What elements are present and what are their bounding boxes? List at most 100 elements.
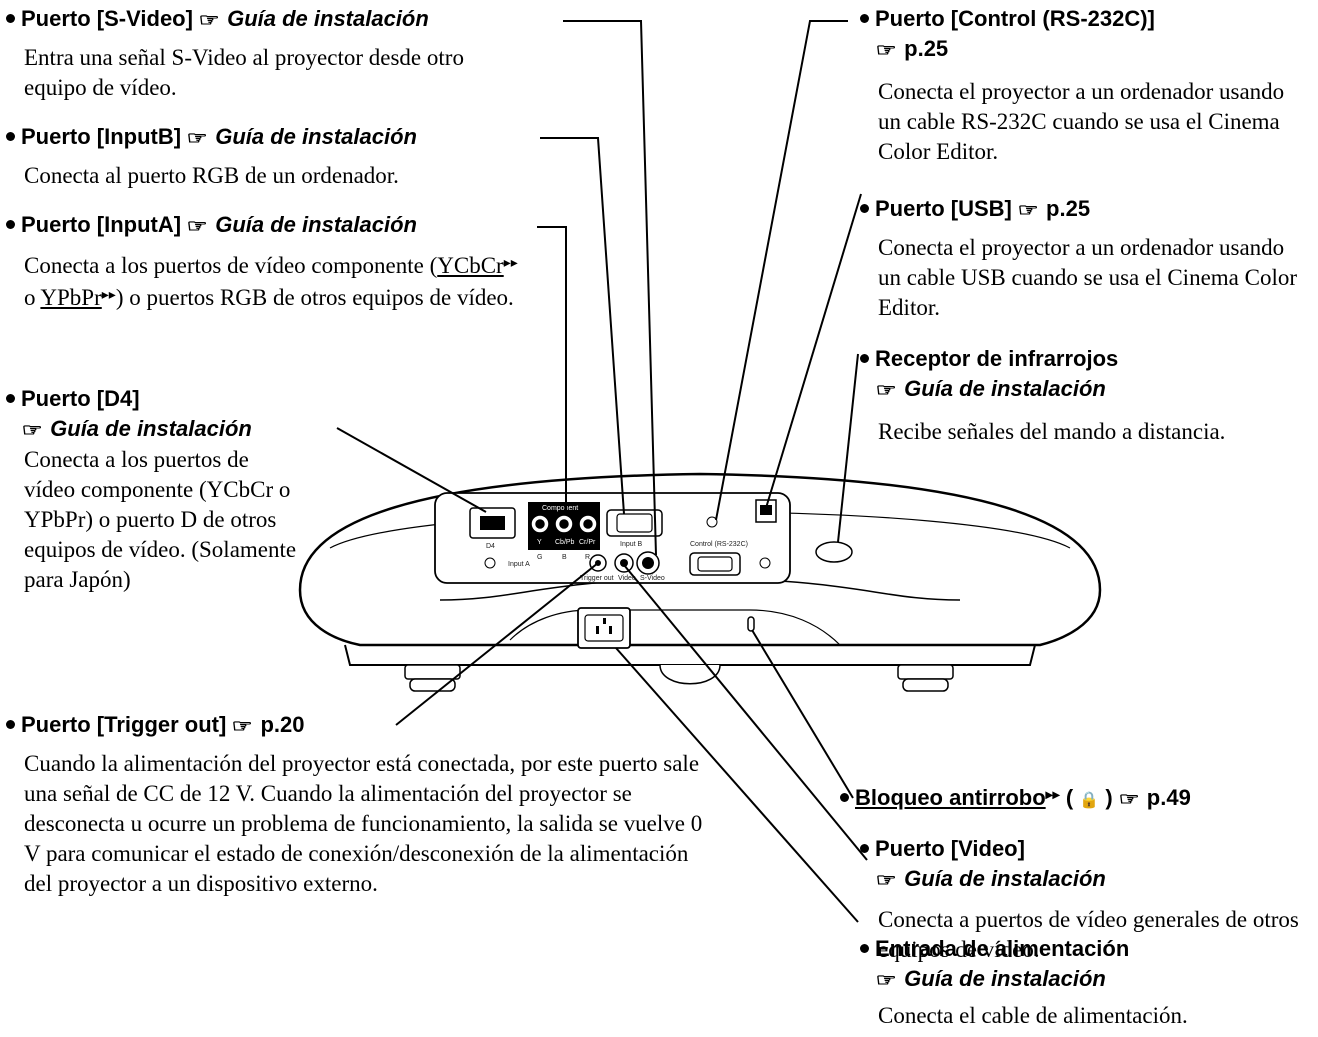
item-d4-ref: ☞ Guía de instalación [6, 416, 346, 443]
item-power-header: Entrada de alimentación [860, 936, 1310, 962]
desc-part: Conecta a los puertos de vídeo component… [24, 253, 438, 278]
reference-link[interactable]: p.20 [260, 712, 305, 737]
panel-label-component: Component [542, 505, 578, 512]
item-inputb: Puerto [InputB]☞ Guía de instalación Cone… [6, 124, 566, 191]
item-description: Conecta al puerto RGB de un ordenador. [24, 163, 399, 188]
item-title: Puerto [S-Video] [21, 6, 193, 31]
item-ir: Receptor de infrarrojos ☞ Guía de instala… [860, 346, 1310, 447]
item-trigger: Puerto [Trigger out]☞ p.20 Cuando la alim… [6, 712, 806, 899]
reference-link[interactable]: Guía de instalación [215, 124, 417, 149]
reference-link[interactable]: Guía de instalación [227, 6, 429, 31]
item-video-ref: ☞ Guía de instalación [860, 866, 1310, 893]
paren-open: ( [1059, 785, 1080, 810]
item-description: Cuando la alimentación del proyector est… [24, 751, 703, 896]
item-inputb-header: Puerto [InputB]☞ Guía de instalación [6, 124, 566, 151]
panel-label-cbpb: Cb/Pb [555, 539, 575, 546]
item-title: Entrada de alimentación [875, 936, 1130, 961]
item-video: Puerto [Video] ☞ Guía de instalación Cone… [860, 836, 1310, 965]
reference-link[interactable]: p.25 [1046, 196, 1091, 221]
item-usb-header: Puerto [USB]☞ p.25 [860, 196, 1310, 223]
reference-link[interactable]: Guía de instalación [904, 966, 1106, 991]
reference-link[interactable]: Guía de instalación [50, 416, 252, 441]
item-description: Conecta el cable de alimentación. [878, 1003, 1188, 1028]
reference-link[interactable]: Guía de instalación [904, 376, 1106, 401]
glossary-arrow-icon: ▸▸ [101, 288, 116, 303]
item-title: Puerto [Trigger out] [21, 712, 227, 737]
reference-link[interactable]: p.49 [1146, 785, 1191, 810]
bullet-icon [860, 944, 869, 953]
bullet-icon [6, 720, 15, 729]
glossary-arrow-icon: ▸▸ [1045, 786, 1060, 802]
item-trigger-header: Puerto [Trigger out]☞ p.20 [6, 712, 806, 739]
panel-label-b: B [562, 554, 567, 561]
item-title: Puerto [InputB] [21, 124, 182, 149]
panel-label-svideo: S-Video [640, 575, 665, 582]
item-power-ref: ☞Guía de instalación [860, 966, 1310, 993]
reference-hand-icon: ☞ [1118, 789, 1140, 809]
item-control-header: Puerto [Control (RS-232C)] [860, 6, 1310, 32]
panel-label-d4: D4 [486, 543, 495, 550]
reference-hand-icon: ☞ [21, 420, 43, 440]
item-power: Entrada de alimentación ☞Guía de instala… [860, 936, 1310, 1031]
glossary-link-ypbpr[interactable]: YPbPr [40, 285, 102, 310]
panel-label-trigger: Trigger out [580, 575, 614, 582]
item-title: Puerto [Video] [875, 836, 1025, 861]
item-description: Conecta a puertos de vídeo generales de … [878, 907, 1299, 962]
panel-label-y: Y [537, 539, 542, 546]
bullet-icon [6, 220, 15, 229]
panel-label-r: R [585, 554, 590, 561]
reference-hand-icon: ☞ [186, 128, 208, 148]
item-description: Conecta el proyector a un ordenador usan… [878, 235, 1298, 320]
glossary-link-antitheft[interactable]: Bloqueo antirrobo [855, 785, 1046, 810]
reference-hand-icon: ☞ [875, 380, 897, 400]
panel-label-inputb: Input B [620, 541, 643, 548]
panel-label-crpr: Cr/Pr [579, 539, 596, 546]
reference-hand-icon: ☞ [186, 216, 208, 236]
bullet-icon [6, 132, 15, 141]
reference-hand-icon: ☞ [875, 40, 897, 60]
desc-part: ) o puertos RGB de otros equipos de víde… [115, 285, 514, 310]
reference-hand-icon: ☞ [875, 870, 897, 890]
panel-label-inputa: Input A [508, 561, 530, 568]
bullet-icon [840, 793, 849, 802]
item-title: Puerto [InputA] [21, 212, 182, 237]
item-title: Puerto [USB] [875, 196, 1012, 221]
item-ir-header: Receptor de infrarrojos [860, 346, 1310, 372]
item-video-header: Puerto [Video] [860, 836, 1310, 862]
item-control-ref: ☞ p.25 [860, 36, 1310, 63]
reference-hand-icon: ☞ [198, 10, 220, 30]
item-description: Conecta a los puertos de vídeo component… [24, 447, 297, 592]
item-usb: Puerto [USB]☞ p.25 Conecta el proyector a… [860, 196, 1310, 323]
item-title: Receptor de infrarrojos [875, 346, 1119, 371]
item-description: Recibe señales del mando a distancia. [878, 419, 1226, 444]
panel-label-control: Control (RS-232C) [690, 541, 748, 548]
desc-part: o [24, 285, 41, 310]
item-svideo-header: Puerto [S-Video]☞ Guía de instalación [6, 6, 566, 33]
item-control: Puerto [Control (RS-232C)] ☞ p.25 Conecta… [860, 6, 1310, 167]
bullet-icon [860, 844, 869, 853]
item-lock: Bloqueo antirrobo▸▸ ( 🔒 )☞ p.49 [840, 781, 1310, 814]
item-svideo: Puerto [S-Video]☞ Guía de instalación Ent… [6, 6, 566, 103]
bullet-icon [860, 14, 869, 23]
reference-link[interactable]: Guía de instalación [904, 866, 1106, 891]
reference-link[interactable]: p.25 [904, 36, 949, 61]
item-inputa-header: Puerto [InputA]☞ Guía de instalación [6, 212, 566, 239]
glossary-arrow-icon: ▸▸ [503, 256, 518, 271]
glossary-link-ycbcr[interactable]: YCbCr [437, 253, 504, 278]
item-description: Conecta el proyector a un ordenador usan… [878, 79, 1285, 164]
bullet-icon [6, 14, 15, 23]
reference-hand-icon: ☞ [1017, 200, 1039, 220]
item-d4-header: Puerto [D4] [6, 386, 346, 412]
item-inputa: Puerto [InputA]☞ Guía de instalación Cone… [6, 212, 566, 313]
item-d4: Puerto [D4] ☞ Guía de instalación Conecta… [6, 386, 346, 595]
lock-icon: 🔒 [1079, 792, 1100, 809]
bullet-icon [6, 394, 15, 403]
bullet-icon [860, 354, 869, 363]
item-description: Entra una señal S-Video al proyector des… [24, 45, 464, 100]
reference-link[interactable]: Guía de instalación [215, 212, 417, 237]
panel-label-video: Video [618, 575, 636, 582]
reference-hand-icon: ☞ [231, 716, 253, 736]
paren-close: ) [1099, 785, 1113, 810]
panel-label-g: G [537, 554, 542, 561]
